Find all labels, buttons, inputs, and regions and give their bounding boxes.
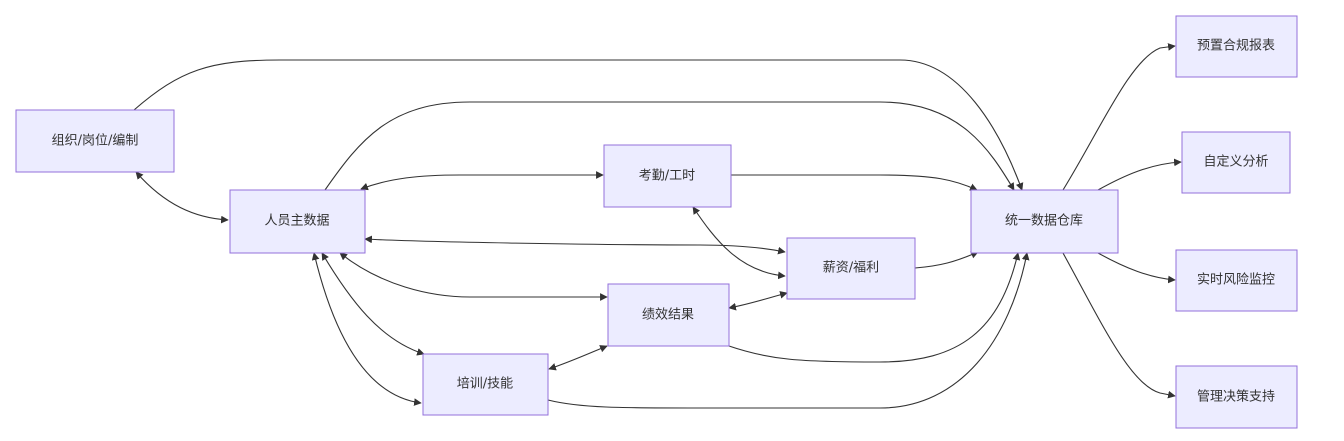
node-decision-support[interactable]: 管理决策支持: [1175, 365, 1298, 429]
node-person-master-label: 人员主数据: [264, 214, 329, 229]
node-risk-monitoring-label: 实时风险监控: [1197, 273, 1275, 288]
edge-warehouse-to-risk: [1097, 252, 1176, 284]
nodes: 组织/岗位/编制 人员主数据 考勤/工时 薪资/福利 绩效结果 培训/技能 统一…: [15, 15, 1298, 429]
edge-person-attendance: [360, 171, 604, 191]
edge-salary-to-warehouse: [914, 251, 979, 269]
node-org-label: 组织/岗位/编制: [52, 134, 139, 149]
edge-performance-salary: [728, 291, 788, 311]
node-custom-analysis-label: 自定义分析: [1203, 155, 1268, 170]
edge-warehouse-to-custom: [1097, 158, 1182, 191]
edge-performance-to-warehouse: [728, 252, 1021, 363]
edge-warehouse-to-compliance: [1062, 43, 1176, 191]
node-attendance[interactable]: 考勤/工时: [603, 144, 732, 208]
node-data-warehouse-label: 统一数据仓库: [1005, 213, 1083, 229]
edge-training-to-warehouse: [547, 252, 1030, 409]
node-compliance-reports-label: 预置合规报表: [1197, 39, 1275, 54]
edge-warehouse-to-decision: [1062, 252, 1176, 399]
node-risk-monitoring[interactable]: 实时风险监控: [1175, 249, 1298, 312]
node-data-warehouse[interactable]: 统一数据仓库: [970, 189, 1119, 254]
edge-training-performance: [548, 345, 608, 371]
edge-org-to-warehouse: [133, 59, 1024, 191]
node-org[interactable]: 组织/岗位/编制: [15, 109, 175, 173]
node-attendance-label: 考勤/工时: [639, 169, 695, 184]
edge-attendance-to-warehouse: [731, 174, 978, 191]
edge-attendance-salary: [692, 206, 786, 280]
node-performance[interactable]: 绩效结果: [607, 283, 730, 347]
node-compliance-reports[interactable]: 预置合规报表: [1175, 15, 1298, 78]
node-training[interactable]: 培训/技能: [422, 353, 549, 416]
edges: [133, 43, 1182, 409]
edge-person-salary: [364, 235, 786, 255]
edge-person-training-inner: [321, 252, 425, 356]
node-training-label: 培训/技能: [457, 376, 513, 392]
node-person-master[interactable]: 人员主数据: [229, 189, 366, 254]
edge-person-training-outer: [311, 252, 422, 406]
node-custom-analysis[interactable]: 自定义分析: [1181, 131, 1291, 194]
node-salary-label: 薪资/福利: [823, 261, 879, 276]
node-decision-support-label: 管理决策支持: [1197, 389, 1275, 405]
edge-person-performance: [339, 252, 608, 301]
node-performance-label: 绩效结果: [642, 308, 694, 323]
edge-org-person: [135, 171, 229, 224]
edge-person-to-warehouse: [324, 101, 1015, 191]
node-salary[interactable]: 薪资/福利: [786, 237, 916, 300]
